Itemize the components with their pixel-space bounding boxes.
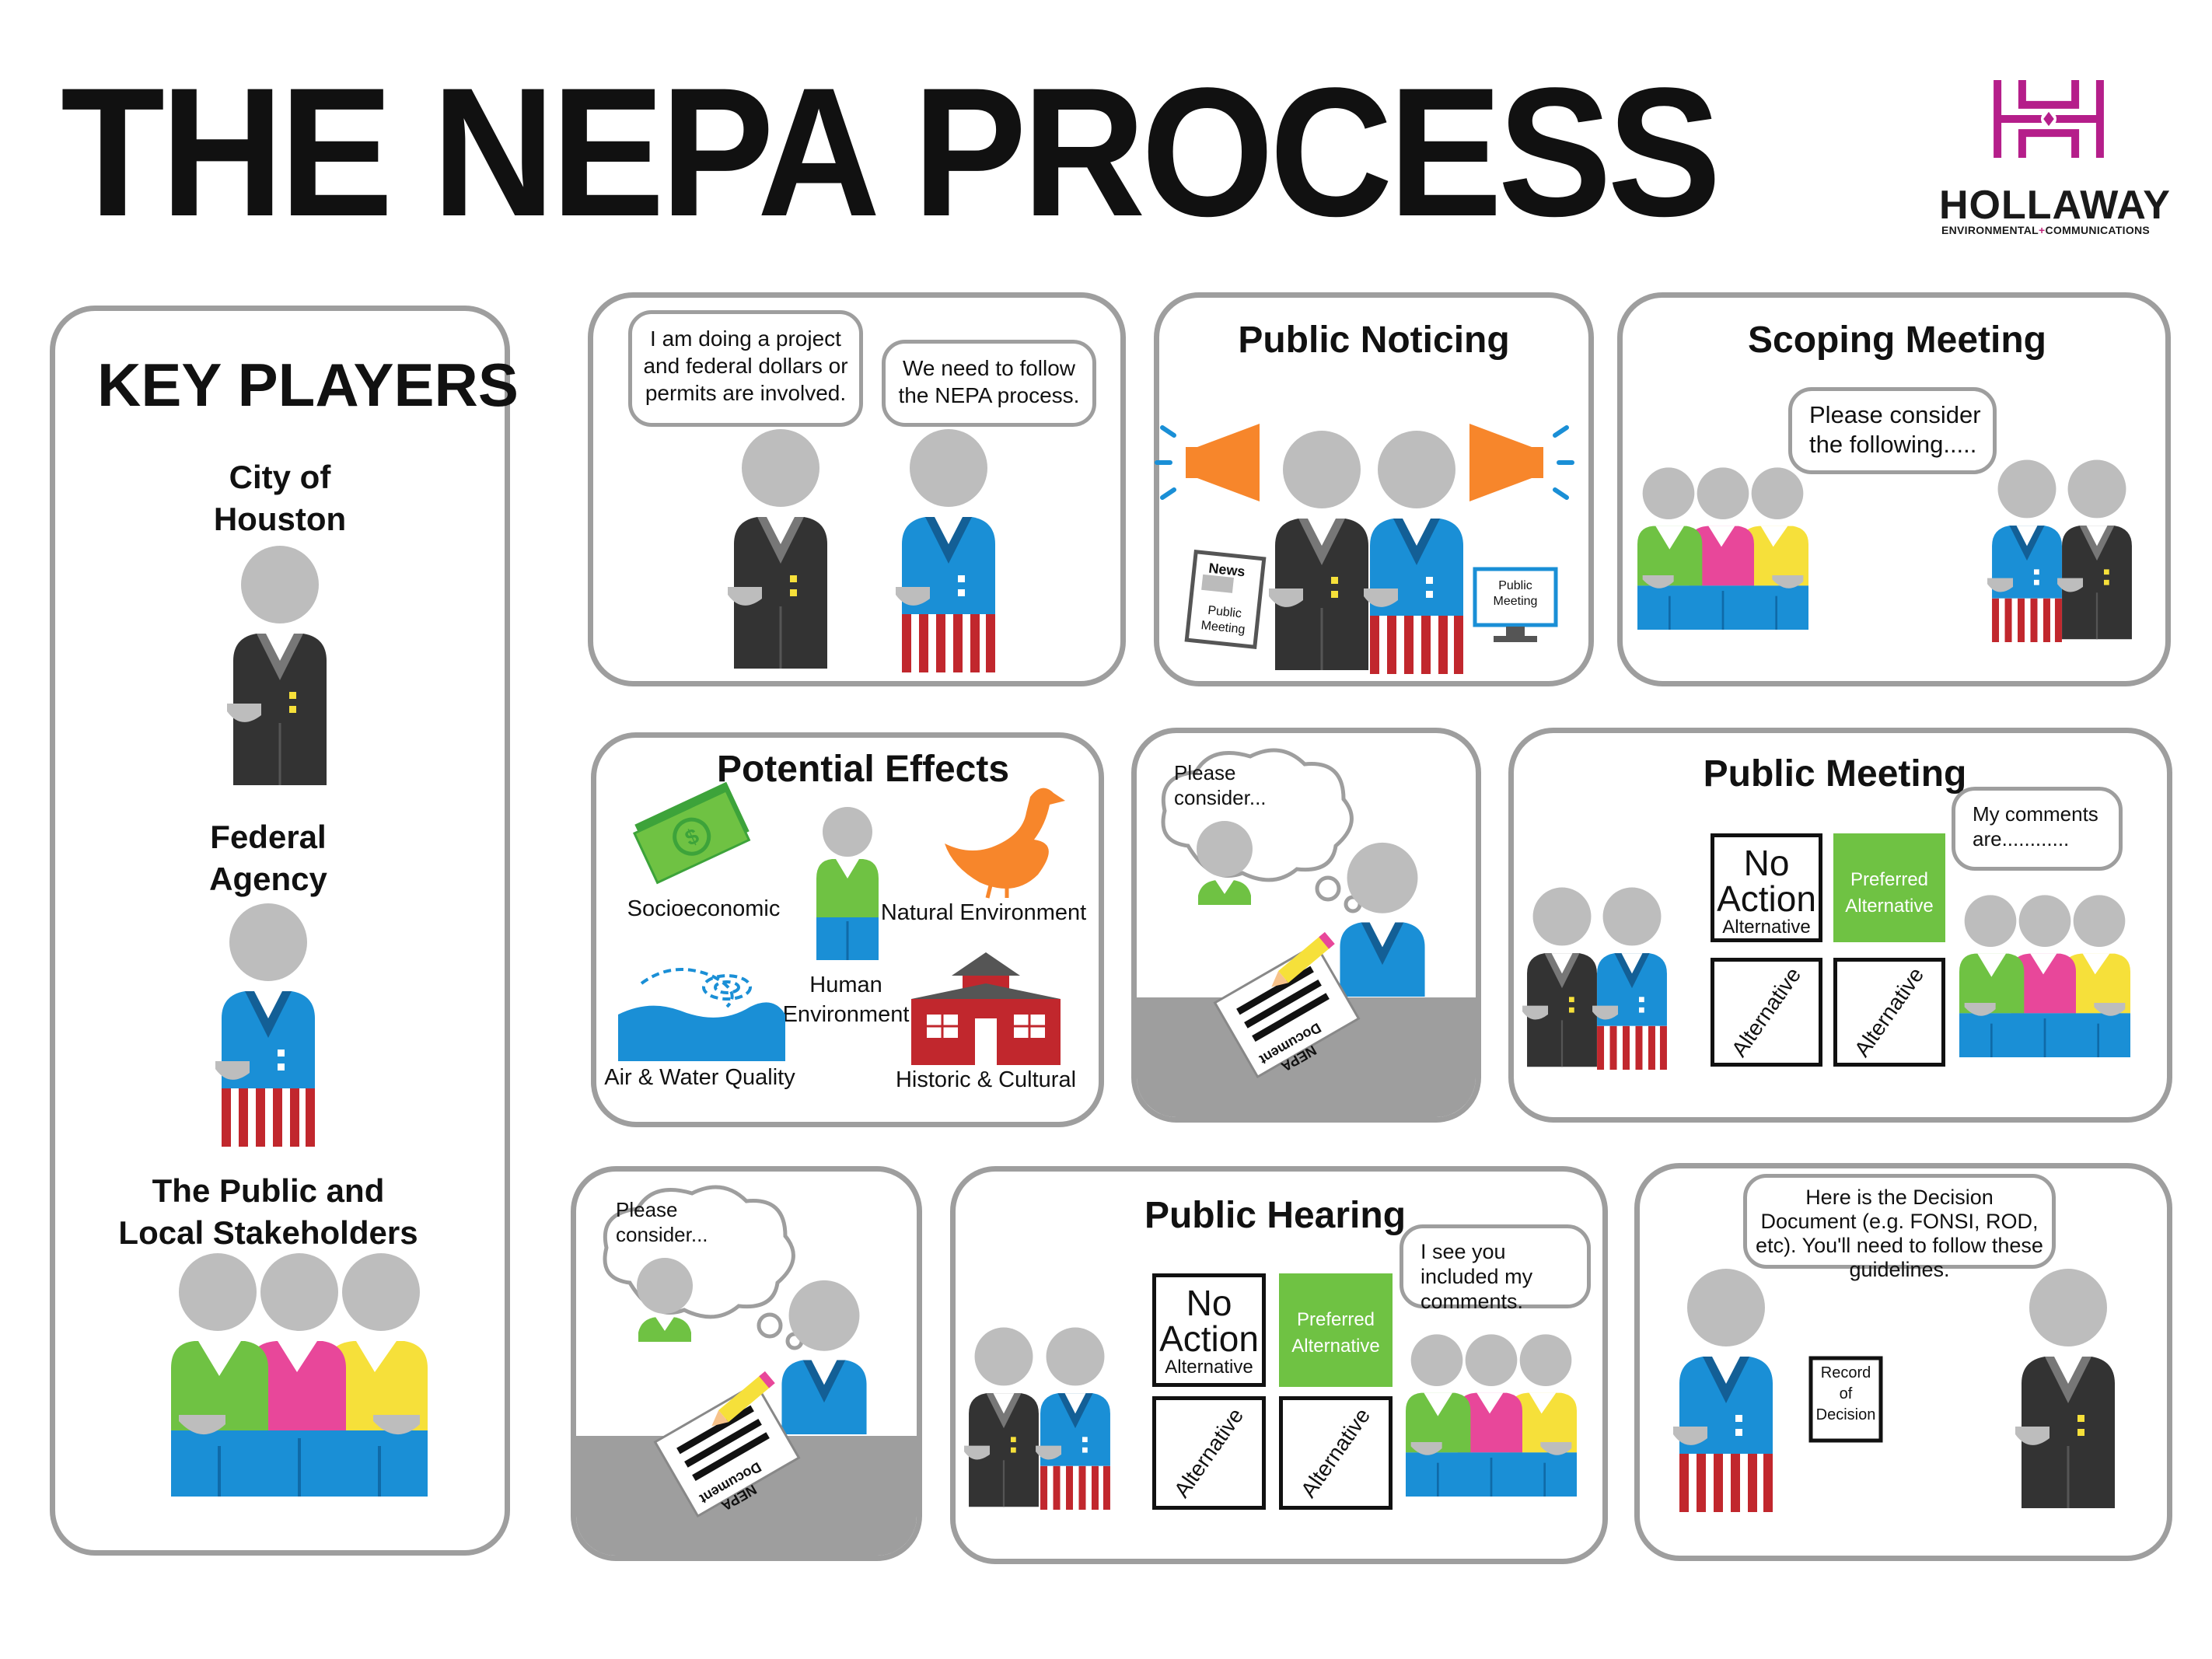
city-figure-icon	[726, 428, 829, 670]
alternative-box-b: Alternative	[1833, 958, 1945, 1067]
federal-figure-icon	[1364, 431, 1463, 674]
city-figure-icon	[1267, 429, 1370, 672]
comments-speech-bubble: My comments are............	[1952, 787, 2123, 871]
money-icon: $	[632, 781, 751, 885]
record-of-decision-text: Record of Decision	[1815, 1364, 1876, 1423]
mini-public-icon	[1197, 821, 1253, 905]
logo-subtitle: ENVIRONMENTAL+COMMUNICATIONS	[1941, 224, 2151, 236]
preferred-alternative-box: Preferred Alternative	[1833, 833, 1945, 942]
water-air-icon	[618, 968, 785, 1061]
scoping-speech-bubble: Please consider the following.....	[1788, 387, 1997, 474]
megaphone-left-icon	[1155, 424, 1260, 501]
page-title: THE NEPA PROCESS	[61, 50, 1721, 255]
federal-figure-icon	[1987, 459, 2062, 642]
federal-figure-icon	[215, 903, 315, 1147]
no-action-alternative-box: No Action Alternative	[1711, 833, 1822, 942]
nepa-document-icon	[653, 1371, 801, 1518]
air-water-label: Air & Water Quality	[604, 1065, 795, 1090]
public-figure-icon	[1958, 894, 2132, 1059]
historic-cultural-label: Historic & Cultural	[895, 1067, 1077, 1092]
record-of-decision-sign-icon	[1808, 1356, 1883, 1443]
bird-icon	[945, 788, 1065, 899]
socioeconomic-label: Socioeconomic	[627, 896, 781, 921]
project-speech-bubble: I am doing a project and federal dollars…	[628, 310, 863, 427]
logo-name: HOLLAWAY	[1939, 183, 2171, 228]
federal-figure-icon	[1673, 1269, 1773, 1512]
key-player-public-label: The Public and Local Stakeholders	[118, 1172, 418, 1251]
city-figure-icon	[1521, 886, 1599, 1068]
human-environment-label: Human Environment	[782, 973, 910, 1027]
public-figure-icon	[1636, 466, 1810, 631]
hollaway-logo-icon	[1994, 80, 2104, 158]
public-figure-icon	[1404, 1333, 1578, 1498]
public-noticing-title: Public Noticing	[1238, 320, 1510, 361]
federal-figure-icon	[896, 429, 995, 672]
newspaper-body: Public Meeting	[1200, 603, 1246, 637]
city-figure-icon	[963, 1326, 1040, 1508]
federal-figure-icon	[1592, 887, 1667, 1070]
megaphone-right-icon	[1469, 424, 1574, 501]
alternative-box-a: Alternative	[1152, 1396, 1266, 1510]
natural-environment-label: Natural Environment	[880, 900, 1087, 925]
alternative-box-a: Alternative	[1711, 958, 1822, 1067]
nepa-document-icon	[1213, 931, 1361, 1079]
key-player-city-label: City of Houston	[213, 459, 347, 537]
federal-figure-icon	[781, 1280, 867, 1434]
city-figure-icon	[2014, 1267, 2116, 1510]
mini-public-icon	[637, 1258, 693, 1342]
key-player-federal-label: Federal Agency	[209, 819, 327, 897]
potential-effects-title: Potential Effects	[716, 749, 1010, 790]
included-speech-bubble: I see you included my comments.	[1400, 1224, 1591, 1313]
federal-figure-icon	[1340, 842, 1425, 997]
public-hearing-title: Public Hearing	[1144, 1195, 1407, 1236]
monitor-icon	[1473, 567, 1558, 642]
no-action-alternative-box: No Action Alternative	[1152, 1273, 1266, 1387]
federal-figure-icon	[1036, 1327, 1110, 1510]
key-players-heading: KEY PLAYERS	[97, 351, 519, 419]
scoping-meeting-title: Scoping Meeting	[1748, 320, 2046, 361]
newspaper-icon	[1184, 549, 1267, 650]
historic-building-icon	[911, 952, 1061, 1065]
city-figure-icon	[225, 544, 328, 787]
human-figure-icon	[816, 807, 879, 960]
public-meeting-title: Public Meeting	[1703, 753, 1967, 795]
alternative-box-b: Alternative	[1279, 1396, 1393, 1510]
thought-text: Please consider...	[616, 1198, 708, 1246]
preferred-alternative-box: Preferred Alternative	[1279, 1273, 1393, 1387]
monitor-text: Public Meeting	[1493, 579, 1538, 608]
nepa-speech-bubble: We need to follow the NEPA process.	[882, 340, 1096, 427]
thought-text: Please consider...	[1174, 761, 1267, 809]
city-figure-icon	[2056, 459, 2133, 641]
public-figure-icon	[169, 1252, 429, 1498]
decision-speech-bubble: Here is the Decision Document (e.g. FONS…	[1743, 1174, 2056, 1281]
